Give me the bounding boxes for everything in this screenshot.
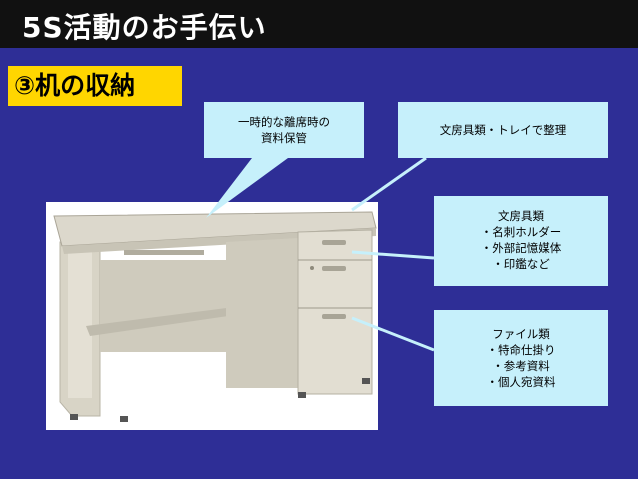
callout-line: 一時的な離席時の [238, 115, 330, 129]
title-bar: 5S活動のお手伝い [0, 0, 638, 48]
callout-line: ・印鑑など [492, 257, 550, 271]
pedestal-foot-left [298, 392, 306, 398]
pedestal-foot-right [362, 378, 370, 384]
callout-line: ・特命仕掛り [486, 343, 556, 357]
section-label: ③机の収納 [8, 66, 182, 106]
drawer-handle-bottom [322, 314, 346, 319]
callout-line: 資料保管 [261, 131, 307, 145]
center-drawer-handle [124, 250, 204, 255]
desk-foot-back [120, 416, 128, 422]
callout-line: 文房具類・トレイで整理 [439, 123, 567, 137]
callout-stationery-drawer: 文房具類 ・名刺ホルダー ・外部記憶媒体 ・印鑑など [434, 196, 608, 286]
desk-left-leg-inner [68, 246, 92, 398]
callout-line: 文房具類 [498, 209, 544, 223]
drawer-lock [310, 266, 314, 270]
desk-photo [46, 202, 378, 430]
callout-line: ・参考資料 [492, 359, 550, 373]
desk-shelf [86, 306, 242, 336]
callout-line: ・外部記憶媒体 [480, 241, 562, 255]
desk-foot-left [70, 414, 78, 420]
desk-illustration [53, 211, 377, 422]
pedestal-side [226, 238, 298, 388]
slide-title: 5S活動のお手伝い [22, 11, 267, 44]
callout-line: ファイル類 [492, 327, 550, 341]
pedestal-front [297, 229, 373, 395]
callout-line: ・個人宛資料 [486, 375, 556, 389]
callout-line: ・名刺ホルダー [480, 225, 562, 239]
callout-temporary-storage: 一時的な離席時の 資料保管 [204, 102, 364, 158]
callout-file-drawer: ファイル類 ・特命仕掛り ・参考資料 ・個人宛資料 [434, 310, 608, 406]
drawer-handle-top [322, 240, 346, 245]
callout-stationery-tray: 文房具類・トレイで整理 [398, 102, 608, 158]
drawer-handle-middle [322, 266, 346, 271]
